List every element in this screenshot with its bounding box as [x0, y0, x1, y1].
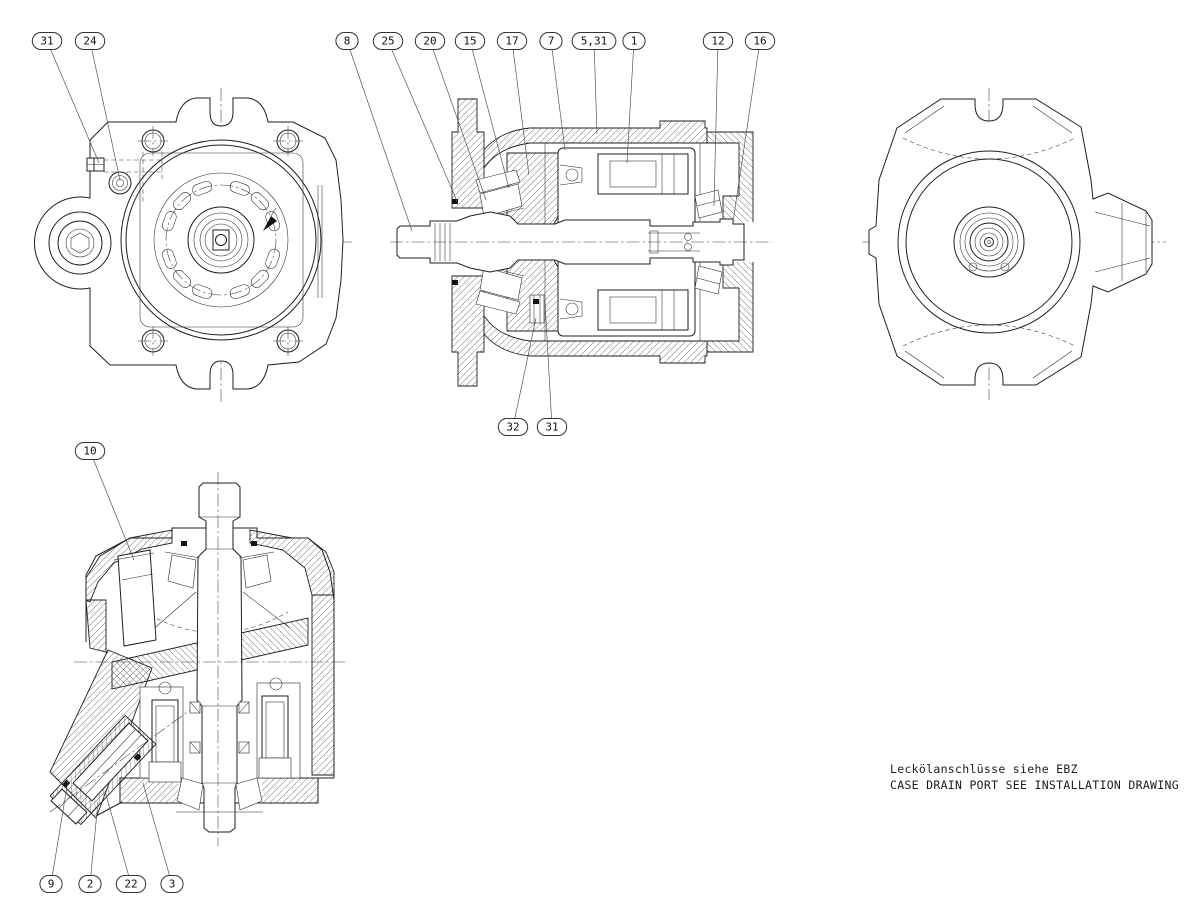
vertical-section-view [49, 472, 348, 846]
svg-text:3: 3 [169, 878, 176, 891]
callout-24-1: 24 [74, 32, 121, 181]
port-slot-ring [162, 181, 280, 299]
svg-text:5,31: 5,31 [581, 35, 608, 48]
rear-bearing-top [694, 189, 723, 219]
top-bearing [164, 541, 275, 589]
shaft-seal-bottom [452, 280, 458, 285]
hex-socket [70, 232, 90, 254]
rear-shaft-center [953, 206, 1025, 278]
callout-1-9: 1 [622, 32, 646, 164]
piston-top [559, 153, 689, 195]
callout-31-13: 31 [536, 300, 568, 436]
rotation-arrow-icon [263, 216, 277, 231]
rear-housing-outline [868, 98, 1153, 386]
callout-16-11: 16 [732, 32, 776, 223]
front-bearing-bottom [475, 265, 525, 315]
rear-body-circle-outer [897, 150, 1081, 334]
bottom-bearing [176, 777, 263, 813]
stroking-cylinder [113, 549, 157, 647]
svg-text:20: 20 [423, 35, 436, 48]
svg-text:25: 25 [381, 35, 394, 48]
piston-right-vertical [256, 677, 301, 779]
piston-bottom [559, 289, 689, 331]
side-port-boss [48, 211, 112, 275]
callout-25-3: 25 [372, 32, 458, 202]
housing-top-wall [483, 120, 708, 170]
callout-17-6: 17 [496, 32, 530, 176]
svg-text:8: 8 [344, 35, 351, 48]
drawing-notes: Leckölanschlüsse siehe EBZ CASE DRAIN PO… [890, 762, 1179, 792]
callout-12-10: 12 [702, 32, 734, 207]
pilot-circle-outer [120, 139, 322, 341]
swash-pin-assembly [529, 294, 545, 324]
housing-wall-right [311, 594, 335, 776]
svg-text:2: 2 [87, 878, 94, 891]
mounting-square [139, 152, 304, 328]
callout-2-16: 2 [78, 801, 102, 893]
shaft-seal-top [452, 199, 458, 204]
svg-text:1: 1 [631, 35, 638, 48]
flange-bolt-holes [138, 126, 303, 356]
longitudinal-section-view [390, 98, 772, 387]
svg-text:15: 15 [463, 35, 476, 48]
shaft-hub [187, 206, 255, 274]
rear-port-boss [1094, 203, 1151, 281]
housing-outline [85, 527, 335, 817]
note-english: CASE DRAIN PORT SEE INSTALLATION DRAWING [890, 778, 1179, 792]
svg-text:9: 9 [48, 878, 55, 891]
svg-text:10: 10 [83, 445, 96, 458]
slot-pitch-circle [165, 184, 277, 296]
front-bearing-top [475, 169, 525, 219]
svg-text:7: 7 [548, 35, 555, 48]
housing-roof-left [85, 529, 173, 603]
section-flange-top [451, 98, 485, 209]
callout-10-14: 10 [74, 442, 135, 561]
control-rod [648, 230, 700, 254]
callout-20-4: 20 [414, 32, 487, 201]
callout-31-0: 31 [31, 32, 100, 164]
svg-text:17: 17 [505, 35, 518, 48]
front-view [34, 88, 352, 402]
svg-text:31: 31 [545, 421, 558, 434]
svg-text:32: 32 [506, 421, 519, 434]
housing-bottom-wall [483, 314, 708, 364]
section-flange-bottom [451, 275, 485, 387]
callout-8-2: 8 [335, 32, 413, 232]
callout-32-12: 32 [497, 317, 537, 436]
svg-text:16: 16 [753, 35, 766, 48]
note-german: Leckölanschlüsse siehe EBZ [890, 762, 1078, 776]
svg-text:31: 31 [40, 35, 53, 48]
callout-22-17: 22 [104, 790, 147, 893]
vertical-shaft [196, 482, 243, 833]
rear-bearing-bottom [694, 265, 723, 295]
pilot-circle-inner [125, 144, 317, 336]
plug-axis-centerline [49, 709, 191, 813]
mounting-flange [34, 97, 344, 390]
callout-15-5: 15 [454, 32, 510, 189]
rear-body-circle-inner [905, 158, 1073, 326]
callout-5,31-8: 5,31 [571, 32, 617, 135]
bearing-housing-circle [153, 172, 289, 308]
svg-text:22: 22 [124, 878, 137, 891]
callout-7-7: 7 [539, 32, 566, 151]
callout-9-15: 9 [39, 779, 69, 893]
svg-text:12: 12 [711, 35, 724, 48]
housing-wall-left [85, 599, 107, 653]
piston-left-vertical [139, 681, 184, 783]
rear-view [862, 88, 1166, 400]
case-drain-plug [86, 157, 105, 172]
svg-text:24: 24 [83, 35, 97, 48]
shaft-bushings [189, 701, 250, 754]
callout-3-18: 3 [142, 782, 184, 893]
